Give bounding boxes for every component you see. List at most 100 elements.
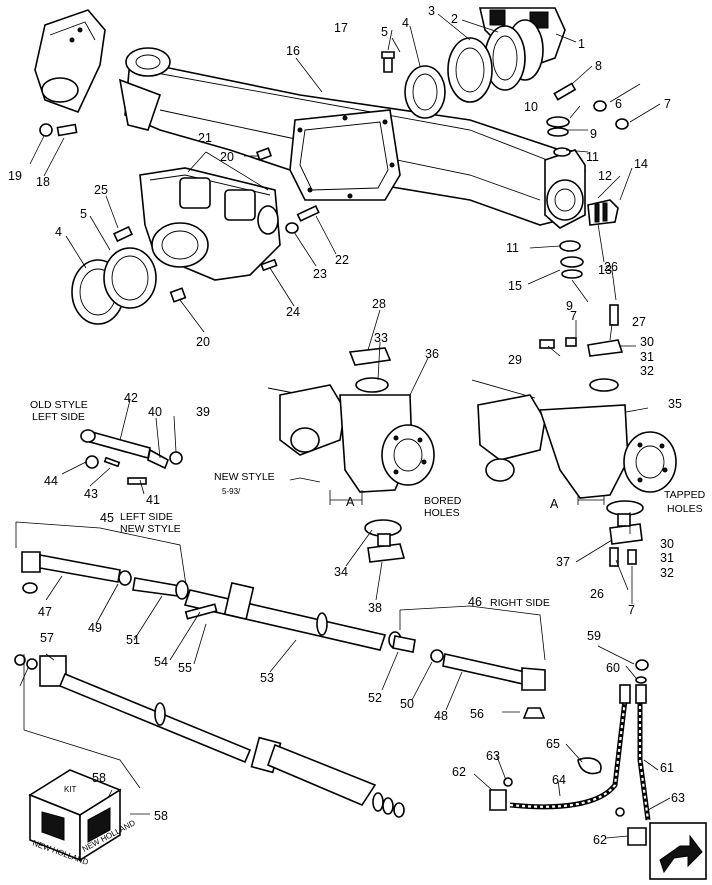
callout-4-lower: 4 bbox=[55, 225, 62, 239]
seal-kit-box bbox=[28, 769, 122, 862]
knuckle-bottom-cap-left bbox=[364, 519, 406, 563]
callout-2: 2 bbox=[451, 12, 458, 26]
left-side-caption: LEFT SIDE bbox=[120, 511, 173, 523]
old-style-side-caption: LEFT SIDE bbox=[32, 411, 85, 423]
callout-45: 45 bbox=[100, 511, 114, 525]
callout-8: 8 bbox=[595, 59, 602, 73]
callout-17: 17 bbox=[334, 21, 348, 35]
callout-20: 20 bbox=[220, 150, 234, 164]
bored-holes-caption-2: HOLES bbox=[424, 507, 460, 519]
bracket-hardware bbox=[169, 147, 320, 303]
kit-caption: KIT bbox=[64, 785, 77, 794]
callout-5: 5 bbox=[381, 25, 388, 39]
callout-54: 54 bbox=[154, 655, 168, 669]
callout-20-lower: 20 bbox=[196, 335, 210, 349]
new-style-caption: NEW STYLE bbox=[214, 471, 275, 483]
callout-30-top: 30 bbox=[640, 335, 654, 349]
callout-5-lower: 5 bbox=[80, 207, 87, 221]
callout-18: 18 bbox=[36, 175, 50, 189]
tie-rod-left-new-style bbox=[21, 551, 189, 600]
knuckle-right-caps bbox=[539, 304, 644, 567]
callout-55: 55 bbox=[178, 661, 192, 675]
right-kingpin-hardware bbox=[546, 82, 629, 279]
callout-29: 29 bbox=[508, 353, 522, 367]
tie-rod-old-style bbox=[80, 429, 183, 485]
callout-15: 15 bbox=[508, 279, 522, 293]
callout-numbers: 1 2 3 4 5 6 7 8 9 10 11 12 13 14 15 16 1… bbox=[8, 4, 685, 847]
callout-25: 25 bbox=[94, 183, 108, 197]
leader-lines bbox=[15, 13, 671, 839]
callout-58-kit: 58 bbox=[154, 809, 168, 823]
callout-41: 41 bbox=[146, 493, 160, 507]
callout-31-top: 31 bbox=[640, 350, 654, 364]
bored-holes-caption: BORED bbox=[424, 495, 462, 507]
callout-14: 14 bbox=[634, 157, 648, 171]
callout-23: 23 bbox=[313, 267, 327, 281]
callout-61: 61 bbox=[660, 761, 674, 775]
callout-24: 24 bbox=[286, 305, 300, 319]
callout-63-left: 63 bbox=[486, 749, 500, 763]
callout-7-lower: 7 bbox=[628, 603, 635, 617]
callout-34: 34 bbox=[334, 565, 348, 579]
callout-26-lower: 26 bbox=[590, 587, 604, 601]
callout-7: 7 bbox=[664, 97, 671, 111]
callout-44: 44 bbox=[44, 474, 58, 488]
callout-33: 33 bbox=[374, 331, 388, 345]
callout-57: 57 bbox=[40, 631, 54, 645]
callout-53: 53 bbox=[260, 671, 274, 685]
callout-27: 27 bbox=[632, 315, 646, 329]
tie-rod-right bbox=[388, 631, 546, 719]
callout-28: 28 bbox=[372, 297, 386, 311]
old-style-caption: OLD STYLE bbox=[30, 399, 88, 411]
callout-9: 9 bbox=[590, 127, 597, 141]
steering-knuckle-upper-left bbox=[34, 9, 106, 137]
tie-rod-tube bbox=[183, 581, 387, 651]
callout-6: 6 bbox=[615, 97, 622, 111]
date-code-caption: 5-93/ bbox=[222, 487, 241, 496]
callout-40: 40 bbox=[148, 405, 162, 419]
tapped-holes-caption: TAPPED bbox=[664, 489, 706, 501]
callout-11: 11 bbox=[586, 150, 599, 164]
new-style-left-caption: NEW STYLE bbox=[120, 523, 181, 535]
callout-16: 16 bbox=[286, 44, 300, 58]
callout-59: 59 bbox=[587, 629, 601, 643]
callout-11-lower: 11 bbox=[506, 241, 519, 255]
callout-31-bottom: 31 bbox=[660, 551, 674, 565]
callout-30-bottom: 30 bbox=[660, 537, 674, 551]
callout-56: 56 bbox=[470, 707, 484, 721]
callout-21: 21 bbox=[198, 131, 212, 145]
next-page-arrow-icon[interactable] bbox=[649, 822, 707, 880]
callout-3: 3 bbox=[428, 4, 435, 18]
callout-62-left: 62 bbox=[452, 765, 466, 779]
knuckle-new-style-left bbox=[267, 384, 435, 505]
knuckle-right bbox=[471, 379, 677, 505]
callout-49: 49 bbox=[88, 621, 102, 635]
pivot-bushings bbox=[381, 19, 544, 119]
callout-36: 36 bbox=[425, 347, 439, 361]
callout-43: 43 bbox=[84, 487, 98, 501]
callout-65: 65 bbox=[546, 737, 560, 751]
callout-19: 19 bbox=[8, 169, 22, 183]
callout-7-right-top: 7 bbox=[570, 309, 577, 323]
callout-46: 46 bbox=[468, 595, 482, 609]
right-side-caption: RIGHT SIDE bbox=[490, 597, 550, 609]
callout-9-lower: 9 bbox=[566, 299, 573, 313]
axle-housing bbox=[118, 47, 586, 229]
section-a-right: A bbox=[550, 497, 559, 511]
callout-35: 35 bbox=[668, 397, 682, 411]
callout-10: 10 bbox=[524, 100, 538, 114]
callout-38: 38 bbox=[368, 601, 382, 615]
front-bushing-set bbox=[71, 225, 157, 325]
callout-50: 50 bbox=[400, 697, 414, 711]
callout-63-right: 63 bbox=[671, 791, 685, 805]
callout-32-top: 32 bbox=[640, 364, 654, 378]
callout-51: 51 bbox=[126, 633, 140, 647]
callout-1: 1 bbox=[578, 37, 585, 51]
callout-47: 47 bbox=[38, 605, 52, 619]
section-a-left: A bbox=[346, 495, 355, 509]
tapped-holes-caption-2: HOLES bbox=[667, 503, 703, 515]
knuckle-top-cap-left bbox=[348, 347, 392, 393]
callout-48: 48 bbox=[434, 709, 448, 723]
callout-4: 4 bbox=[402, 16, 409, 30]
